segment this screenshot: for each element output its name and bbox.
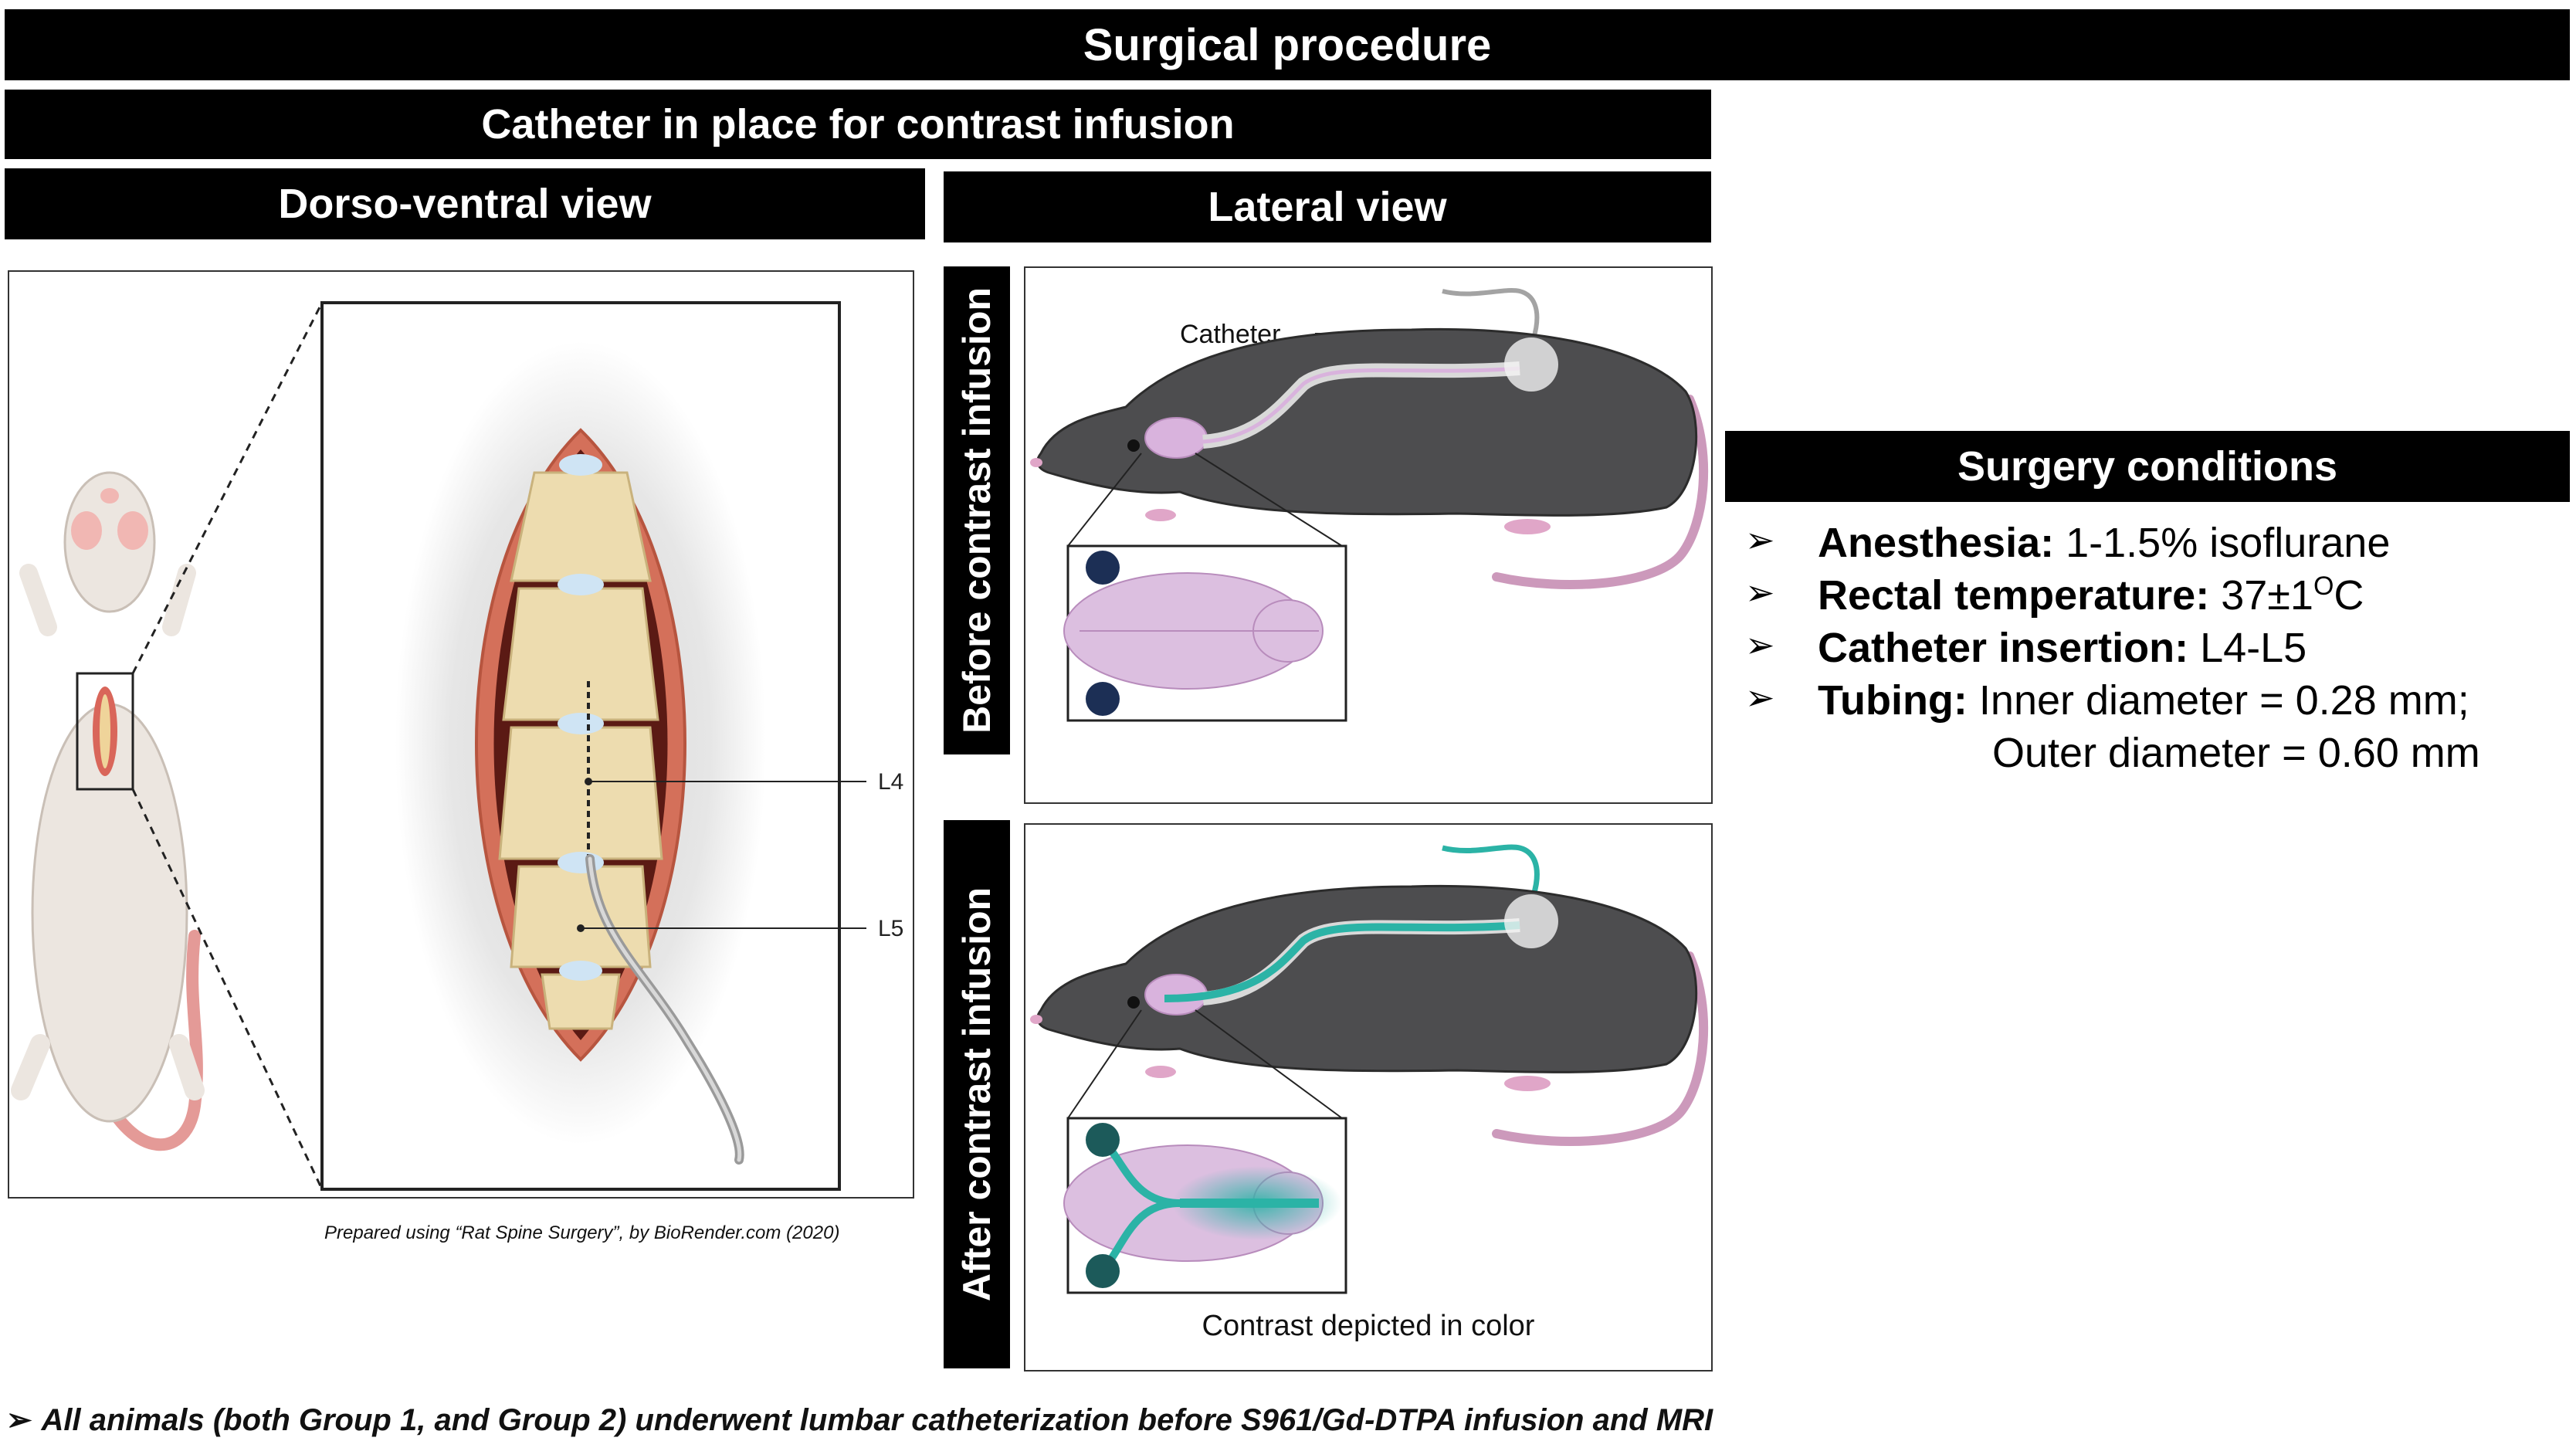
after-infusion-bar: After contrast infusion [944, 820, 1010, 1368]
lateral-title: Lateral view [1208, 184, 1447, 230]
bullet-arrow-icon: ➢ [1745, 625, 1775, 665]
tubing-inner-value: Inner diameter = 0.28 mm; [1978, 677, 2469, 724]
procedure-title: Surgical procedure [1083, 19, 1492, 70]
insertion-key: Catheter insertion: [1818, 625, 2189, 671]
contrast-note: Contrast depicted in color [1202, 1310, 1535, 1342]
lateral-after-illustration [1030, 844, 1709, 1294]
dorso-ventral-panel: L4 L5 [8, 270, 914, 1199]
dorso-ventral-illustration: L4 L5 [11, 301, 903, 1191]
tubing-key: Tubing: [1818, 677, 1968, 724]
anesthesia-value: 1-1.5% isoflurane [2066, 520, 2391, 566]
footer-bullet-icon: ➢ [6, 1403, 32, 1437]
vertebrae [498, 454, 663, 1030]
surgery-conditions-header: Surgery conditions [1725, 431, 2570, 502]
before-infusion-bar: Before contrast infusion [944, 266, 1010, 754]
surgery-conditions-list: ➢ Anesthesia: 1-1.5% isoflurane ➢ Rectal… [1745, 519, 2564, 782]
condition-tubing-outer: Outer diameter = 0.60 mm [1992, 729, 2480, 777]
dorso-ventral-title: Dorso-ventral view [278, 181, 652, 227]
label-l5: L5 [878, 916, 903, 941]
dorso-ventral-header: Dorso-ventral view [5, 168, 925, 239]
label-l4: L4 [878, 769, 903, 795]
lateral-header: Lateral view [944, 171, 1711, 242]
rat-top-view [11, 471, 205, 1151]
bullet-arrow-icon: ➢ [1745, 520, 1775, 560]
temperature-unit: C [2334, 572, 2364, 619]
bullet-arrow-icon: ➢ [1745, 572, 1775, 612]
footer-text: All animals (both Group 1, and Group 2) … [41, 1403, 1713, 1437]
surgery-conditions-title: Surgery conditions [1957, 443, 2338, 490]
lateral-after-panel: Contrast depicted in color [1024, 823, 1713, 1371]
procedure-header: Surgical procedure [5, 9, 2570, 80]
temperature-degree: O [2313, 571, 2334, 601]
lateral-before-illustration: Catheter [1030, 287, 1709, 722]
anesthesia-key: Anesthesia: [1818, 520, 2055, 566]
lateral-before-panel: Catheter [1024, 266, 1713, 804]
bullet-arrow-icon: ➢ [1745, 677, 1775, 717]
before-infusion-label: Before contrast infusion [955, 287, 998, 734]
temperature-key: Rectal temperature: [1818, 572, 2210, 619]
insertion-value: L4-L5 [2200, 625, 2307, 671]
catheter-title: Catheter in place for contrast infusion [481, 101, 1235, 147]
footer-note: ➢ All animals (both Group 1, and Group 2)… [6, 1402, 1713, 1438]
catheter-header: Catheter in place for contrast infusion [5, 90, 1711, 159]
tubing-outer-value: Outer diameter = 0.60 mm [1992, 730, 2480, 776]
biorender-credit: Prepared using “Rat Spine Surgery”, by B… [324, 1222, 840, 1243]
after-infusion-label: After contrast infusion [955, 887, 998, 1302]
temperature-value: 37±1 [2221, 572, 2313, 619]
